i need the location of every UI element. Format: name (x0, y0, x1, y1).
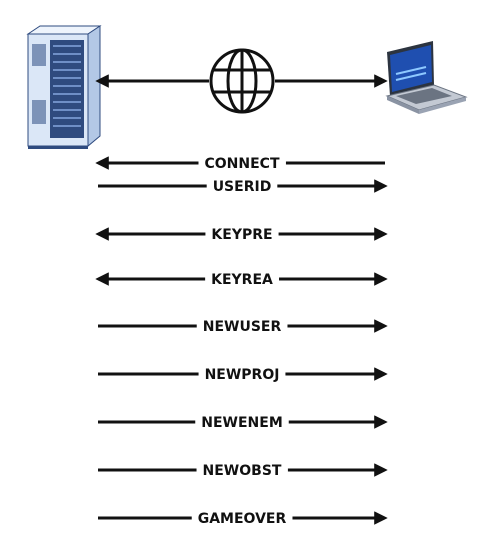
globe-icon (209, 48, 275, 114)
message-label: GAMEOVER (198, 511, 287, 527)
message-row-userid: USERID (98, 179, 388, 195)
laptop-icon (385, 41, 468, 114)
message-list: CONNECT USERID KEYPRE KEYREA NEWUSER NEWPROJ N… (95, 156, 388, 527)
message-row-connect: CONNECT (95, 156, 385, 172)
message-row-keypre: KEYPRE (95, 227, 388, 243)
message-label: USERID (213, 179, 272, 195)
message-label: CONNECT (205, 156, 280, 172)
message-label: KEYPRE (211, 227, 272, 243)
message-label: NEWENEM (201, 415, 283, 431)
message-row-gameover: GAMEOVER (98, 511, 388, 527)
message-label: NEWUSER (203, 319, 282, 335)
message-label: NEWPROJ (205, 367, 280, 383)
message-row-newenem: NEWENEM (98, 415, 388, 431)
message-row-newuser: NEWUSER (98, 319, 388, 335)
message-label: NEWOBST (203, 463, 282, 479)
message-label: KEYREA (211, 272, 273, 288)
message-row-keyrea: KEYREA (95, 272, 388, 288)
message-row-newproj: NEWPROJ (98, 367, 388, 383)
server-rack-icon (26, 25, 102, 149)
message-row-newobst: NEWOBST (98, 463, 388, 479)
